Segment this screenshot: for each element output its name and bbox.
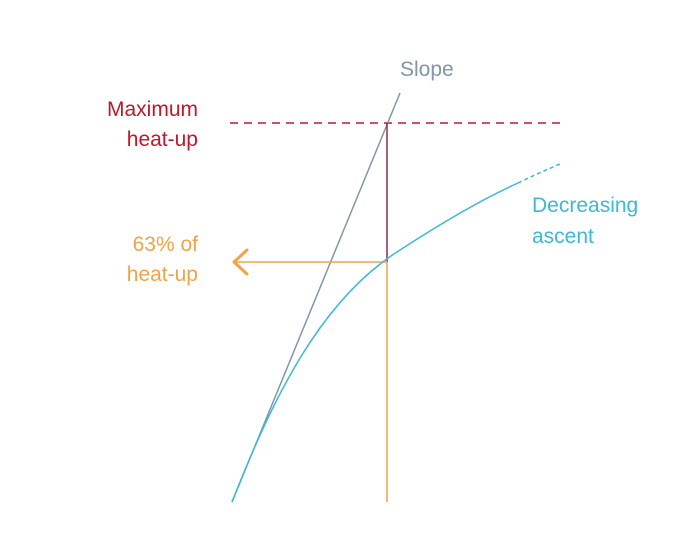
sixty-three-percent-label-line2: heat-up [127, 263, 198, 286]
decreasing-ascent-label-line2: ascent [532, 225, 594, 248]
decreasing-ascent-label-line1: Decreasing [532, 194, 638, 217]
sixty-three-percent-label-line1: 63% of [133, 233, 199, 256]
slope-label: Slope [400, 58, 454, 81]
decreasing-ascent-curve [231, 182, 519, 503]
arrow-left-icon [232, 248, 249, 276]
maximum-heat-up-label-line1: Maximum [107, 98, 198, 121]
decreasing-ascent-curve-extension [517, 163, 561, 184]
maximum-heat-up-label-line2: heat-up [127, 128, 198, 151]
